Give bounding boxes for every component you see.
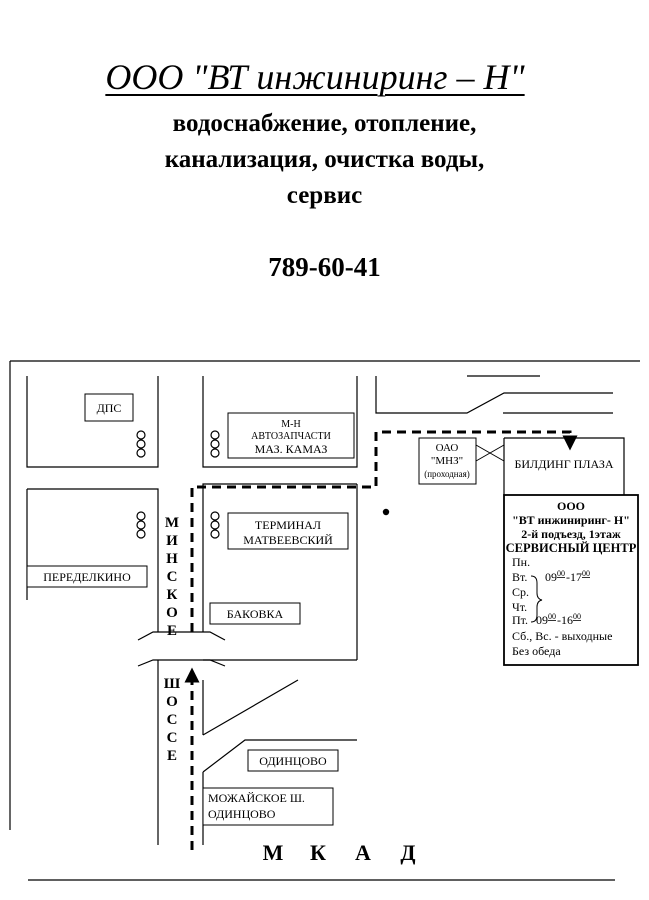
minskoe-letter: С xyxy=(167,569,178,585)
peredelkino-label: ПЕРЕДЕЛКИНО xyxy=(43,570,131,584)
dps-box xyxy=(84,393,134,422)
oao-label-2: "МНЗ" xyxy=(431,455,463,467)
odintsovo-box xyxy=(247,749,339,772)
terminal-label-1: ТЕРМИНАЛ xyxy=(255,518,321,532)
svg-text:-: - xyxy=(557,613,561,627)
shosse-letter: С xyxy=(167,730,178,746)
friday-minutes-from: 00 xyxy=(548,612,556,621)
day-tue: Вт. xyxy=(512,570,527,584)
day-wed: Ср. xyxy=(512,585,529,599)
oao-label-1: ОАО xyxy=(436,442,459,454)
oao-label-3: (проходная) xyxy=(424,469,470,479)
day-mon: Пн. xyxy=(512,555,530,569)
service-center-info: ООО "ВТ инжиниринг- Н" 2-й подъезд, 1эта… xyxy=(506,499,637,658)
bakovka-label: БАКОВКА xyxy=(227,607,284,621)
terminal-label-2: МАТВЕЕВСКИЙ xyxy=(243,533,333,547)
bakovka-box xyxy=(209,602,301,625)
services-line-2: канализация, очистка воды, xyxy=(164,146,485,173)
minskoe-letter: Н xyxy=(166,551,178,567)
weekday-hours-to: 17 xyxy=(570,570,582,584)
peredelkino-box xyxy=(26,565,148,588)
friday-minutes-to: 00 xyxy=(573,612,581,621)
mn-autoparts-box xyxy=(227,412,355,459)
minskoe-letter: О xyxy=(166,605,178,621)
mkad-letter: М xyxy=(263,840,284,865)
traffic-lights xyxy=(136,430,220,539)
mn-label-2: АВТОЗАПЧАСТИ xyxy=(251,431,331,442)
service-center-box xyxy=(503,494,639,666)
mozhaiskoe-label-1: МОЖАЙСКОЕ Ш. xyxy=(208,791,305,805)
days-brace-icon xyxy=(530,575,543,623)
destination-dot-icon xyxy=(382,508,390,516)
gate-icon xyxy=(475,444,505,462)
dps-label: ДПС xyxy=(97,401,122,415)
minskoe-letter: К xyxy=(167,587,178,603)
minskoe-letter: М xyxy=(165,515,179,531)
lunch-note: Без обеда xyxy=(512,644,561,658)
odintsovo-label: ОДИНЦОВО xyxy=(259,754,327,768)
svg-text:-: - xyxy=(566,570,570,584)
shosse-letter: О xyxy=(166,694,178,710)
mkad-letter: А xyxy=(355,840,371,865)
service-line-3: 2-й подъезд, 1этаж xyxy=(521,527,621,541)
street-blocks xyxy=(26,375,625,845)
day-fri: Пт. xyxy=(512,613,528,627)
weekday-minutes-to: 00 xyxy=(582,569,590,578)
mkad-letter: Д xyxy=(400,840,415,865)
weekday-minutes-from: 00 xyxy=(557,569,565,578)
mozhaiskoe-label-2: ОДИНЦОВО xyxy=(208,807,276,821)
services-line-1: водоснабжение, отопление, xyxy=(172,110,477,137)
weekday-hours-from: 09 xyxy=(545,570,557,584)
shosse-letter: Е xyxy=(167,748,177,764)
friday-hours-from: 09 xyxy=(536,613,548,627)
map-frame xyxy=(9,360,640,881)
weekend-note: Сб., Вс. - выходные xyxy=(512,629,612,643)
mkad-letter: К xyxy=(310,840,326,865)
services-line-3: сервис xyxy=(286,182,363,209)
bilding-plaza-label: БИЛДИНГ ПЛАЗА xyxy=(515,457,614,471)
company-title: ООО "ВТ инжиниринг – Н" xyxy=(105,57,525,97)
route-path xyxy=(184,430,578,850)
service-line-2: "ВТ инжиниринг- Н" xyxy=(512,513,630,527)
minskoe-letter: Е xyxy=(167,623,177,639)
mn-label-1: М-Н xyxy=(281,419,300,430)
mn-label-3: МАЗ. КАМАЗ xyxy=(255,442,328,456)
terminal-box xyxy=(227,512,349,550)
minskoe-letter: И xyxy=(166,533,178,549)
service-line-4: СЕРВИСНЫЙ ЦЕНТР xyxy=(506,541,637,555)
shosse-letter: Ш xyxy=(164,676,181,692)
friday-hours-to: 16 xyxy=(561,613,573,627)
service-line-1: ООО xyxy=(557,499,585,513)
shosse-letter: С xyxy=(167,712,178,728)
mozhaiskoe-box xyxy=(202,787,334,826)
day-thu: Чт. xyxy=(512,600,527,614)
phone-number: 789-60-41 xyxy=(268,252,381,282)
